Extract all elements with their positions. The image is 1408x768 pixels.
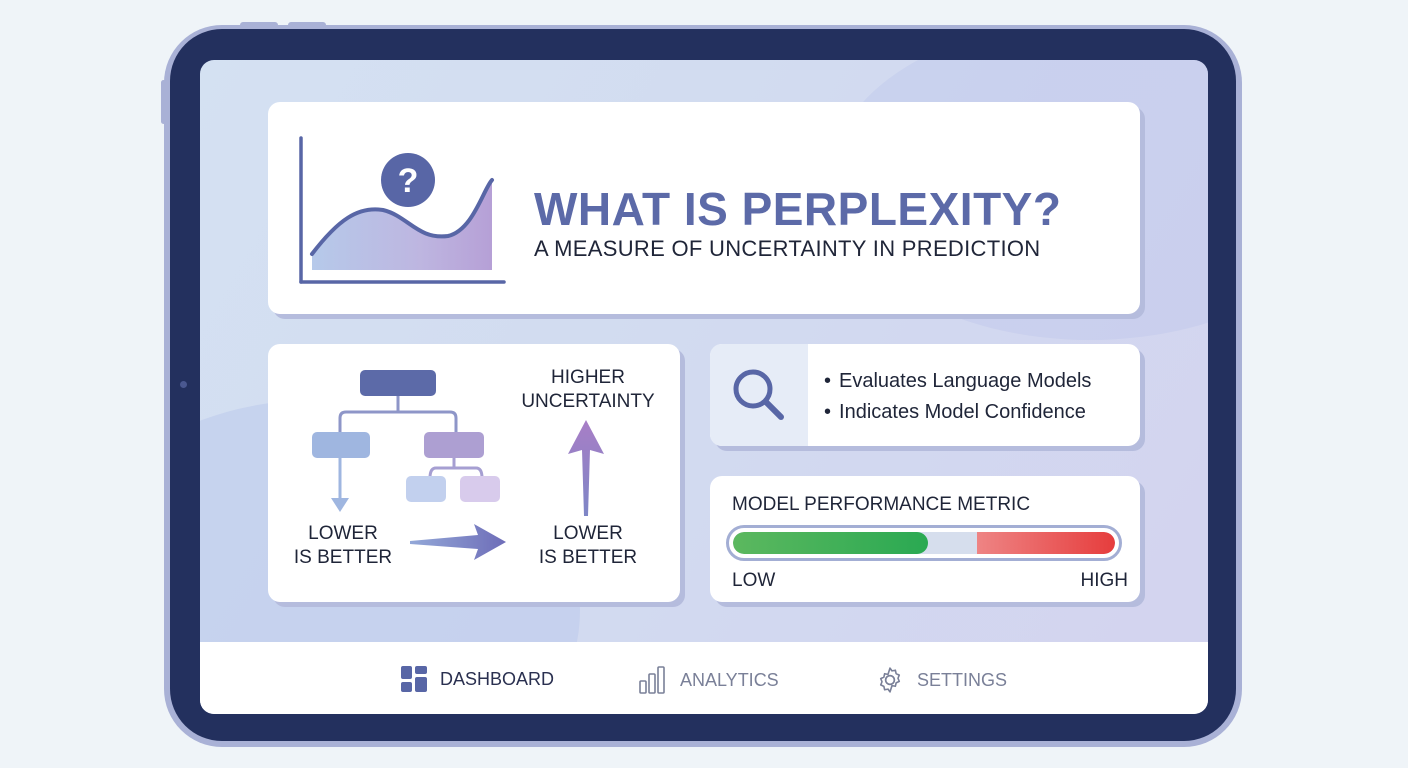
bullet: • xyxy=(824,370,832,392)
svg-text:?: ? xyxy=(398,162,419,200)
nav-item-analytics[interactable]: ANALYTICS xyxy=(638,665,779,695)
right-arrow-icon xyxy=(410,524,506,560)
hero-card: ? WHAT IS PERPLEXITY? A MEASURE OF UNCER… xyxy=(268,102,1140,314)
label-line: LOWER xyxy=(553,523,623,544)
metric-title: MODEL PERFORMANCE METRIC xyxy=(732,494,1031,515)
meter-track xyxy=(733,532,1115,554)
page-subtitle: A MEASURE OF UNCERTAINTY IN PREDICTION xyxy=(534,236,1041,261)
label-line: HIGHER xyxy=(551,367,625,388)
search-icon xyxy=(733,369,784,420)
bottom-navigation: DASHBOARD ANALYTICS SETTINGS xyxy=(200,642,1208,714)
higher-uncertainty-label: HIGHER UNCERTAINTY xyxy=(508,366,668,414)
list-item: • Evaluates Language Models xyxy=(824,366,1091,397)
list-item-text: Indicates Model Confidence xyxy=(839,401,1086,423)
info-card: • Evaluates Language Models • Indicates Mo… xyxy=(710,344,1140,446)
label-line: IS BETTER xyxy=(293,547,393,568)
page-title: WHAT IS PERPLEXITY? xyxy=(534,183,1062,235)
nav-label: SETTINGS xyxy=(917,669,1008,690)
camera-icon xyxy=(180,381,187,388)
label-line: UNCERTAINTY xyxy=(521,391,655,412)
chart-with-question-icon: ? xyxy=(299,136,506,284)
performance-meter xyxy=(726,525,1122,561)
nav-item-settings[interactable]: SETTINGS xyxy=(875,665,1007,695)
gear-icon xyxy=(879,667,901,693)
performance-metric-card: MODEL PERFORMANCE METRIC LOW HIGH xyxy=(710,476,1140,602)
nav-item-dashboard[interactable]: DASHBOARD xyxy=(400,665,554,693)
volume-button xyxy=(288,22,326,28)
side-button xyxy=(161,80,166,124)
meter-low-segment xyxy=(733,532,928,554)
tablet-screen: ? WHAT IS PERPLEXITY? A MEASURE OF UNCER… xyxy=(200,60,1208,714)
dashboard-grid-icon xyxy=(401,666,427,692)
info-list: • Evaluates Language Models • Indicates Mo… xyxy=(824,366,1091,428)
meter-high-label: HIGH xyxy=(1080,570,1129,591)
label-line: LOWER xyxy=(308,523,378,544)
bullet: • xyxy=(824,401,832,423)
volume-button xyxy=(240,22,278,28)
lower-is-better-label: LOWER IS BETTER xyxy=(278,522,408,570)
nav-label: ANALYTICS xyxy=(680,669,779,690)
hierarchy-diagram-icon xyxy=(312,370,500,512)
label-line: IS BETTER xyxy=(538,547,638,568)
info-icon-panel xyxy=(710,344,808,446)
up-arrow-icon xyxy=(568,420,604,516)
meter-low-label: LOW xyxy=(732,570,776,591)
uncertainty-diagram-card: HIGHER UNCERTAINTY LOWER IS BETTER xyxy=(268,344,680,602)
meter-high-segment xyxy=(977,532,1115,554)
list-item-text: Evaluates Language Models xyxy=(839,370,1092,392)
lower-is-better-label: LOWER IS BETTER xyxy=(523,522,653,570)
list-item: • Indicates Model Confidence xyxy=(824,397,1091,428)
nav-label: DASHBOARD xyxy=(440,668,555,689)
bar-chart-icon xyxy=(639,666,665,694)
